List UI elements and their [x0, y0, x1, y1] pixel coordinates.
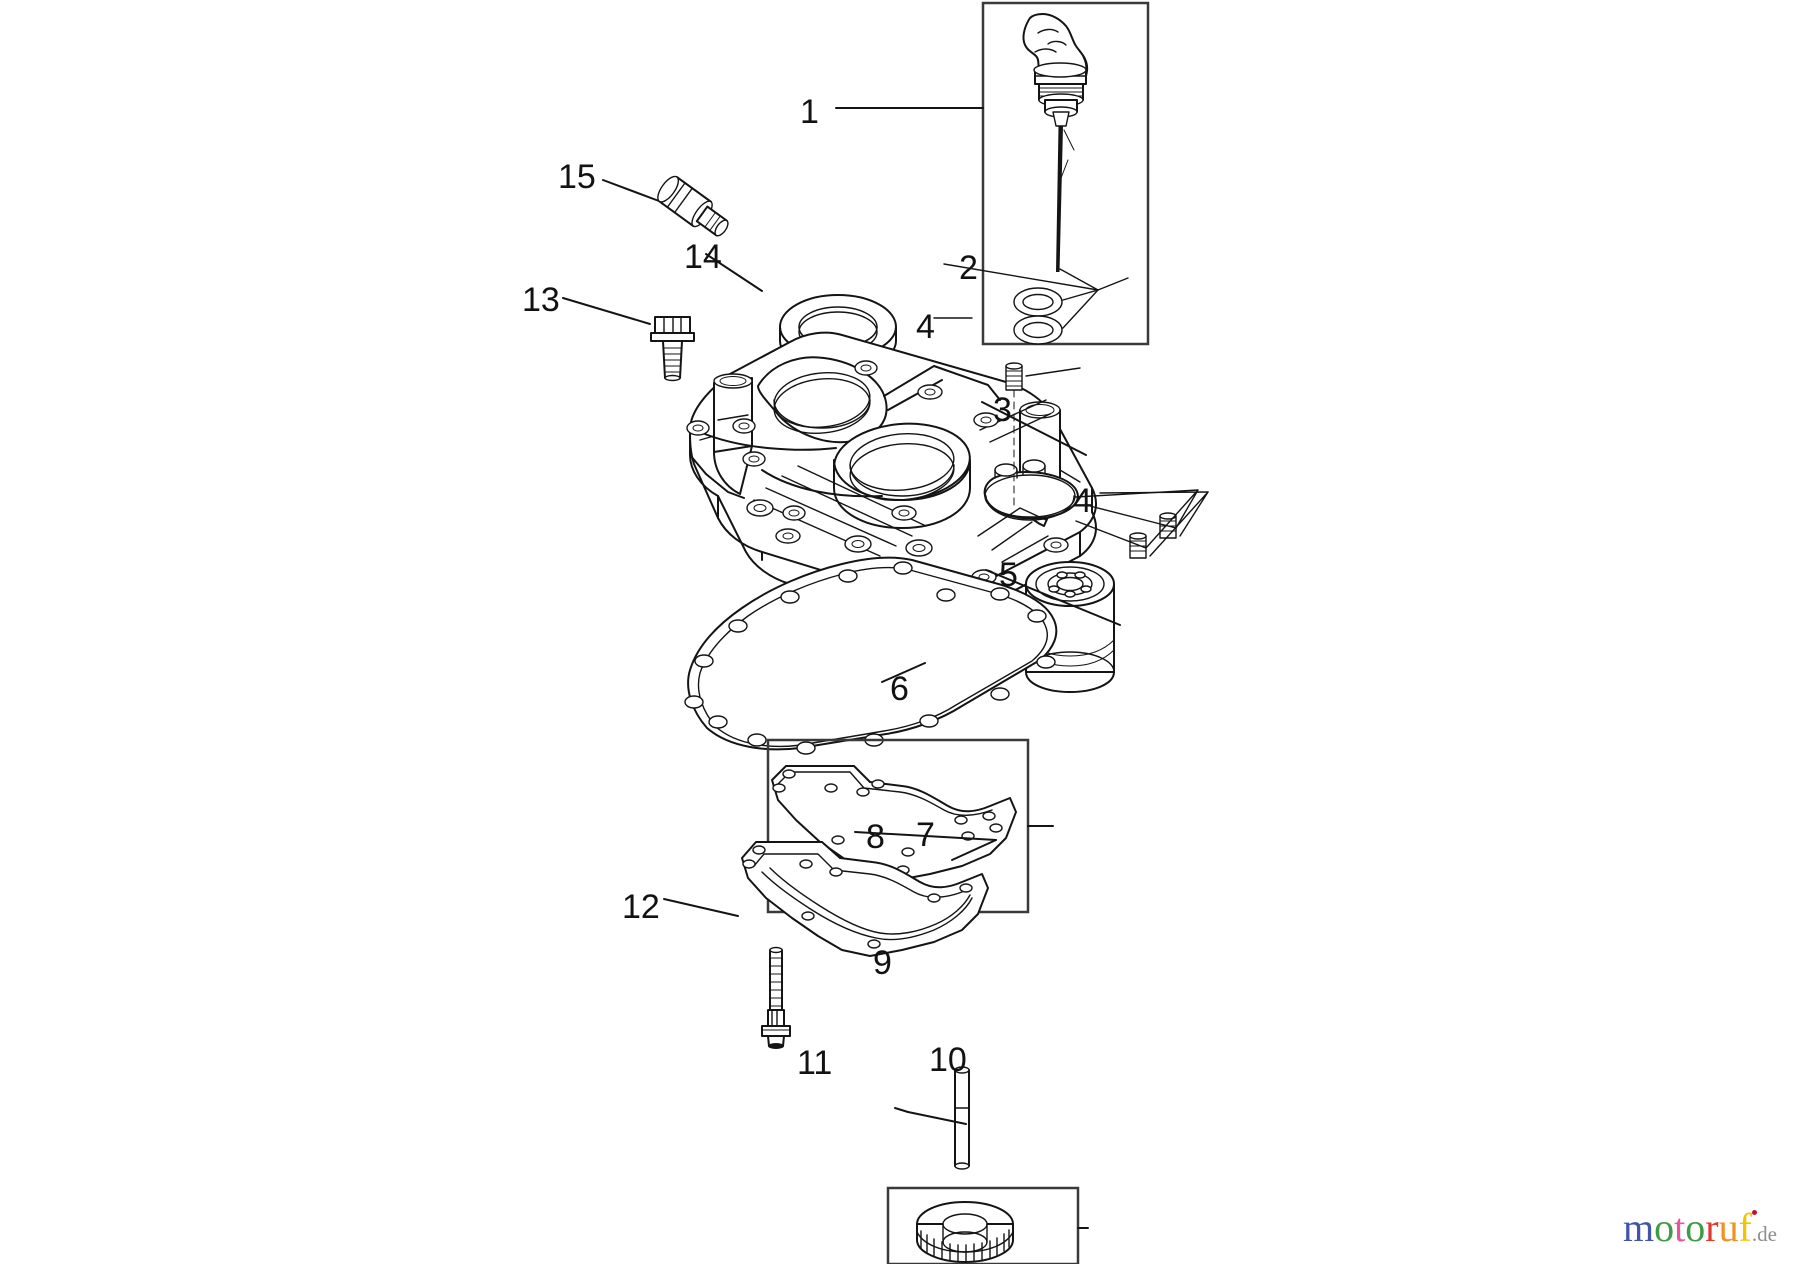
callout-7: 7: [916, 816, 935, 854]
callout-13: 13: [522, 281, 560, 319]
part-oil-pump-drive-shaft: [894, 1066, 970, 1170]
callout-1: 1: [800, 93, 819, 131]
logo-letter-o1: o: [1654, 1205, 1675, 1250]
part-spring-pin-lower: [1075, 489, 1209, 559]
part-flange-screw: [663, 898, 791, 1049]
part-oil-filter: [985, 561, 1121, 693]
logo-accent-dot: [1752, 1210, 1757, 1215]
callout-5: 5: [999, 556, 1018, 594]
pickup-screen-holes: [742, 845, 973, 949]
group-dipstick-box: [835, 1, 1150, 346]
callout-14: 14: [684, 238, 722, 276]
motoruf-logo: motoruf.de: [1623, 1208, 1777, 1248]
logo-suffix: .de: [1751, 1222, 1777, 1246]
callout-8: 8: [866, 818, 885, 856]
callout-15: 15: [558, 158, 596, 196]
callout-12: 12: [622, 888, 660, 926]
flange-bolt-bosses: [686, 360, 1069, 585]
callout-2: 2: [959, 249, 978, 287]
gasket-bolt-holes: [684, 561, 1056, 755]
callout-6: 6: [890, 670, 909, 708]
logo-letter-u: u: [1718, 1205, 1739, 1250]
part-oil-pump-gear-set: [916, 1201, 1014, 1263]
group-oil-pump-kit-box: [886, 1186, 1089, 1264]
logo-letter-t: t: [1674, 1205, 1686, 1250]
part-oil-drain-fitting: [602, 175, 729, 237]
part-o-ring-seals: [943, 263, 1129, 345]
logo-letter-r: r: [1705, 1205, 1719, 1250]
part-oil-pickup-screen: [741, 841, 989, 957]
part-hex-flange-screw: [562, 297, 695, 382]
logo-letter-m: m: [1623, 1205, 1655, 1250]
part-dipstick-assembly: [1022, 13, 1089, 272]
part-closure-plate-oil-pan: [686, 317, 1097, 626]
logo-letter-o2: o: [1685, 1205, 1706, 1250]
callout-10: 10: [929, 1041, 967, 1079]
callout-4-lower: 4: [1073, 482, 1092, 520]
part-oil-pickup-plate: [771, 765, 1017, 881]
part-spring-pin-upper: [1005, 362, 1081, 509]
part-oil-pan-gasket: [684, 556, 1058, 755]
callout-11: 11: [797, 1044, 833, 1082]
logo-letter-f: f: [1738, 1205, 1752, 1250]
callout-9: 9: [873, 944, 892, 982]
callout-4-upper: 4: [916, 308, 935, 346]
callout-3: 3: [993, 391, 1012, 429]
pickup-plate-holes: [772, 769, 1003, 875]
